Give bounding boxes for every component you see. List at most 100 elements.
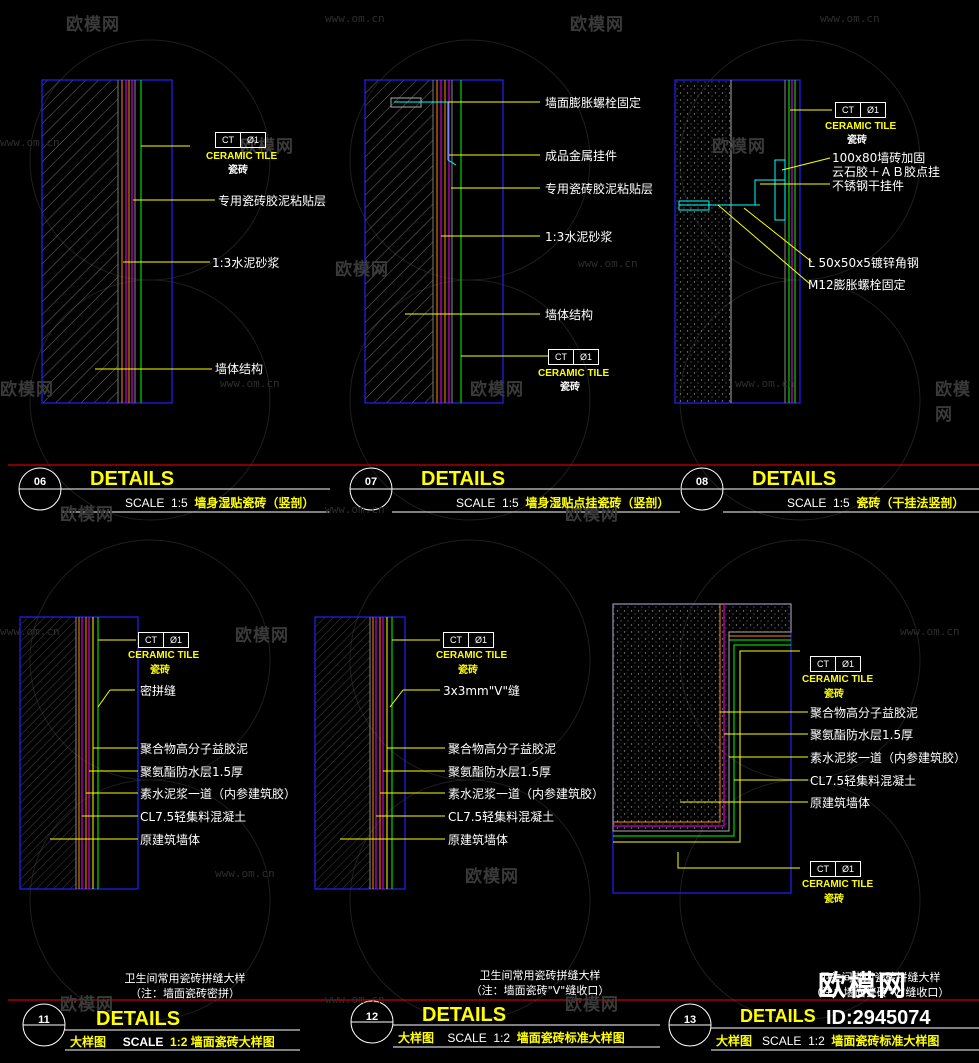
watermark-url: www.om.cn xyxy=(220,377,280,390)
tag-code: CT xyxy=(222,135,234,145)
watermark-url: www.om.cn xyxy=(820,12,880,25)
label-d12-1: 3x3mm"V"缝 xyxy=(443,684,520,698)
watermark-logo: 欧模网 xyxy=(60,505,114,525)
ceramic-tile-label: CERAMIC TILE xyxy=(436,650,508,661)
scale-line-13: 大样图 SCALE 1:2 墙面瓷砖标准大样图 xyxy=(716,1032,939,1049)
label-d13-4: CL7.5轻集料混凝土 xyxy=(810,774,917,788)
detail-number-13: 13 xyxy=(683,1014,697,1026)
detail-12-section xyxy=(314,616,445,890)
ceramic-tile-label: CERAMIC TILE xyxy=(802,879,874,890)
note-d11: 卫生间常用瓷砖拼缝大样（注：墙面瓷砖密拼） xyxy=(100,971,270,1001)
brand-id: ID:2945074 xyxy=(826,1007,931,1029)
label-d06-1: 专用瓷砖胶泥粘贴层 xyxy=(218,194,327,208)
label-d07-4: 1:3水泥砂浆 xyxy=(545,230,613,244)
label-d13-1: 聚合物高分子益胶泥 xyxy=(810,706,919,720)
detail-title-12: 墙面瓷砖标准大样图 xyxy=(516,1031,625,1045)
scale-word: SCALE xyxy=(125,496,165,510)
detail-title-06: 墙身湿贴瓷砖（竖剖） xyxy=(194,496,315,510)
tag-code: CT xyxy=(555,352,567,362)
ceramic-tile-label: CERAMIC TILE xyxy=(538,368,610,379)
label-d06-2: 1:3水泥砂浆 xyxy=(212,256,280,270)
watermark-logo: 欧模网 xyxy=(66,15,120,35)
note-line-1: 卫生间常用瓷砖拼缝大样 xyxy=(124,972,246,985)
watermark-logo: 欧模网 xyxy=(712,137,766,157)
detail-number-12: 12 xyxy=(365,1011,379,1023)
scale-value: 1:2 xyxy=(170,1035,188,1049)
label-d08-2: 云石胶＋ＡＢ胶点挂 xyxy=(832,165,941,179)
label-d11-1: 密拼缝 xyxy=(140,684,177,698)
scale-line-08: SCALE 1:5 瓷砖（干挂法竖剖） xyxy=(787,494,964,511)
label-d07-5: 墙体结构 xyxy=(545,308,594,322)
details-heading-08: DETAILS xyxy=(752,468,837,490)
scale-word: SCALE xyxy=(787,496,827,510)
watermark-url: www.om.cn xyxy=(0,136,60,149)
scale-line-11: 大样图 SCALE 1:2 墙面瓷砖大样图 xyxy=(70,1033,275,1050)
tag-index: Ø1 xyxy=(468,633,493,647)
detail-title-07: 墙身湿贴点挂瓷砖（竖剖） xyxy=(525,496,670,510)
detail-title-08: 瓷砖（干挂法竖剖） xyxy=(856,496,965,510)
tile-cn-label: 瓷砖 xyxy=(847,135,867,146)
tile-cn-label: 瓷砖 xyxy=(824,689,844,700)
label-d13-3: 素水泥浆一道（内参建筑胶） xyxy=(810,751,967,765)
label-d12-4: 素水泥浆一道（内参建筑胶） xyxy=(448,787,605,801)
tile-tag: CT Ø1 xyxy=(215,132,266,148)
watermark-url: www.om.cn xyxy=(325,12,385,25)
details-heading-07: DETAILS xyxy=(421,468,506,490)
tag-index: Ø1 xyxy=(240,133,265,147)
tag-index: Ø1 xyxy=(835,862,860,876)
tile-cn-label: 瓷砖 xyxy=(824,894,844,905)
prefix-12: 大样图 xyxy=(398,1031,435,1045)
label-d11-2: 聚合物高分子益胶泥 xyxy=(140,742,249,756)
watermark-url: www.om.cn xyxy=(578,257,638,270)
detail-number-11: 11 xyxy=(38,1014,50,1026)
brand-logo: 欧模网 xyxy=(818,970,909,1001)
watermark-logo: 欧模网 xyxy=(570,15,624,35)
scale-value: 1:2 xyxy=(808,1034,825,1048)
label-d07-2: 成品金属挂件 xyxy=(545,149,618,163)
tag-index: Ø1 xyxy=(835,657,860,671)
ceramic-tile-label: CERAMIC TILE xyxy=(128,650,200,661)
note-d12: 卫生间常用瓷砖拼缝大样（注：墙面瓷砖"V"缝收口） xyxy=(455,968,625,998)
watermark-logo: 欧模网 xyxy=(240,137,294,157)
tag-code: CT xyxy=(817,864,829,874)
detail-title-13: 墙面瓷砖标准大样图 xyxy=(831,1034,940,1048)
tile-cn-label: 瓷砖 xyxy=(228,165,248,176)
watermark-logo: 欧模网 xyxy=(335,260,389,280)
watermark-url: www.om.cn xyxy=(0,625,60,638)
prefix-13: 大样图 xyxy=(716,1034,753,1048)
details-heading-12: DETAILS xyxy=(422,1004,507,1026)
note-d13: 卫生间常用瓷砖拼缝大样（注：墙面瓷砖"V"缝收口） xyxy=(790,970,970,1000)
detail-07-section xyxy=(364,79,548,404)
tile-tag: CT Ø1 xyxy=(810,861,861,877)
tag-code: CT xyxy=(817,659,829,669)
label-d12-5: CL7.5轻集料混凝土 xyxy=(448,810,555,824)
tag-code: CT xyxy=(450,635,462,645)
details-heading-11: DETAILS xyxy=(96,1008,181,1030)
tile-tag: CT Ø1 xyxy=(810,656,861,672)
note-line-1: 卫生间常用瓷砖拼缝大样 xyxy=(819,971,941,984)
ceramic-tile-label: CERAMIC TILE xyxy=(802,674,874,685)
watermark-logo: 欧模网 xyxy=(935,380,971,425)
detail-title-11: 墙面瓷砖大样图 xyxy=(190,1035,275,1049)
watermark-url: www.om.cn xyxy=(325,503,385,516)
detail-06-section xyxy=(41,79,215,404)
label-d12-3: 聚氨酯防水层1.5厚 xyxy=(448,765,552,779)
tag-index: Ø1 xyxy=(163,633,188,647)
watermark-url: www.om.cn xyxy=(215,867,275,880)
scale-value: 1:5 xyxy=(833,496,850,510)
details-heading-13: DETAILS xyxy=(740,1006,816,1026)
title-blocks-row1 xyxy=(18,467,979,513)
ceramic-tile-label: CERAMIC TILE xyxy=(206,151,278,162)
label-d08-3: 不锈钢干挂件 xyxy=(832,179,905,193)
watermark-logo: 欧模网 xyxy=(60,995,114,1015)
prefix-11: 大样图 xyxy=(70,1035,107,1049)
tag-code: CT xyxy=(842,105,854,115)
tile-cn-label: 瓷砖 xyxy=(458,665,478,676)
label-d11-4: 素水泥浆一道（内参建筑胶） xyxy=(140,787,297,801)
detail-number-06: 06 xyxy=(33,476,47,488)
scale-value: 1:2 xyxy=(493,1031,511,1045)
label-d12-2: 聚合物高分子益胶泥 xyxy=(448,742,557,756)
